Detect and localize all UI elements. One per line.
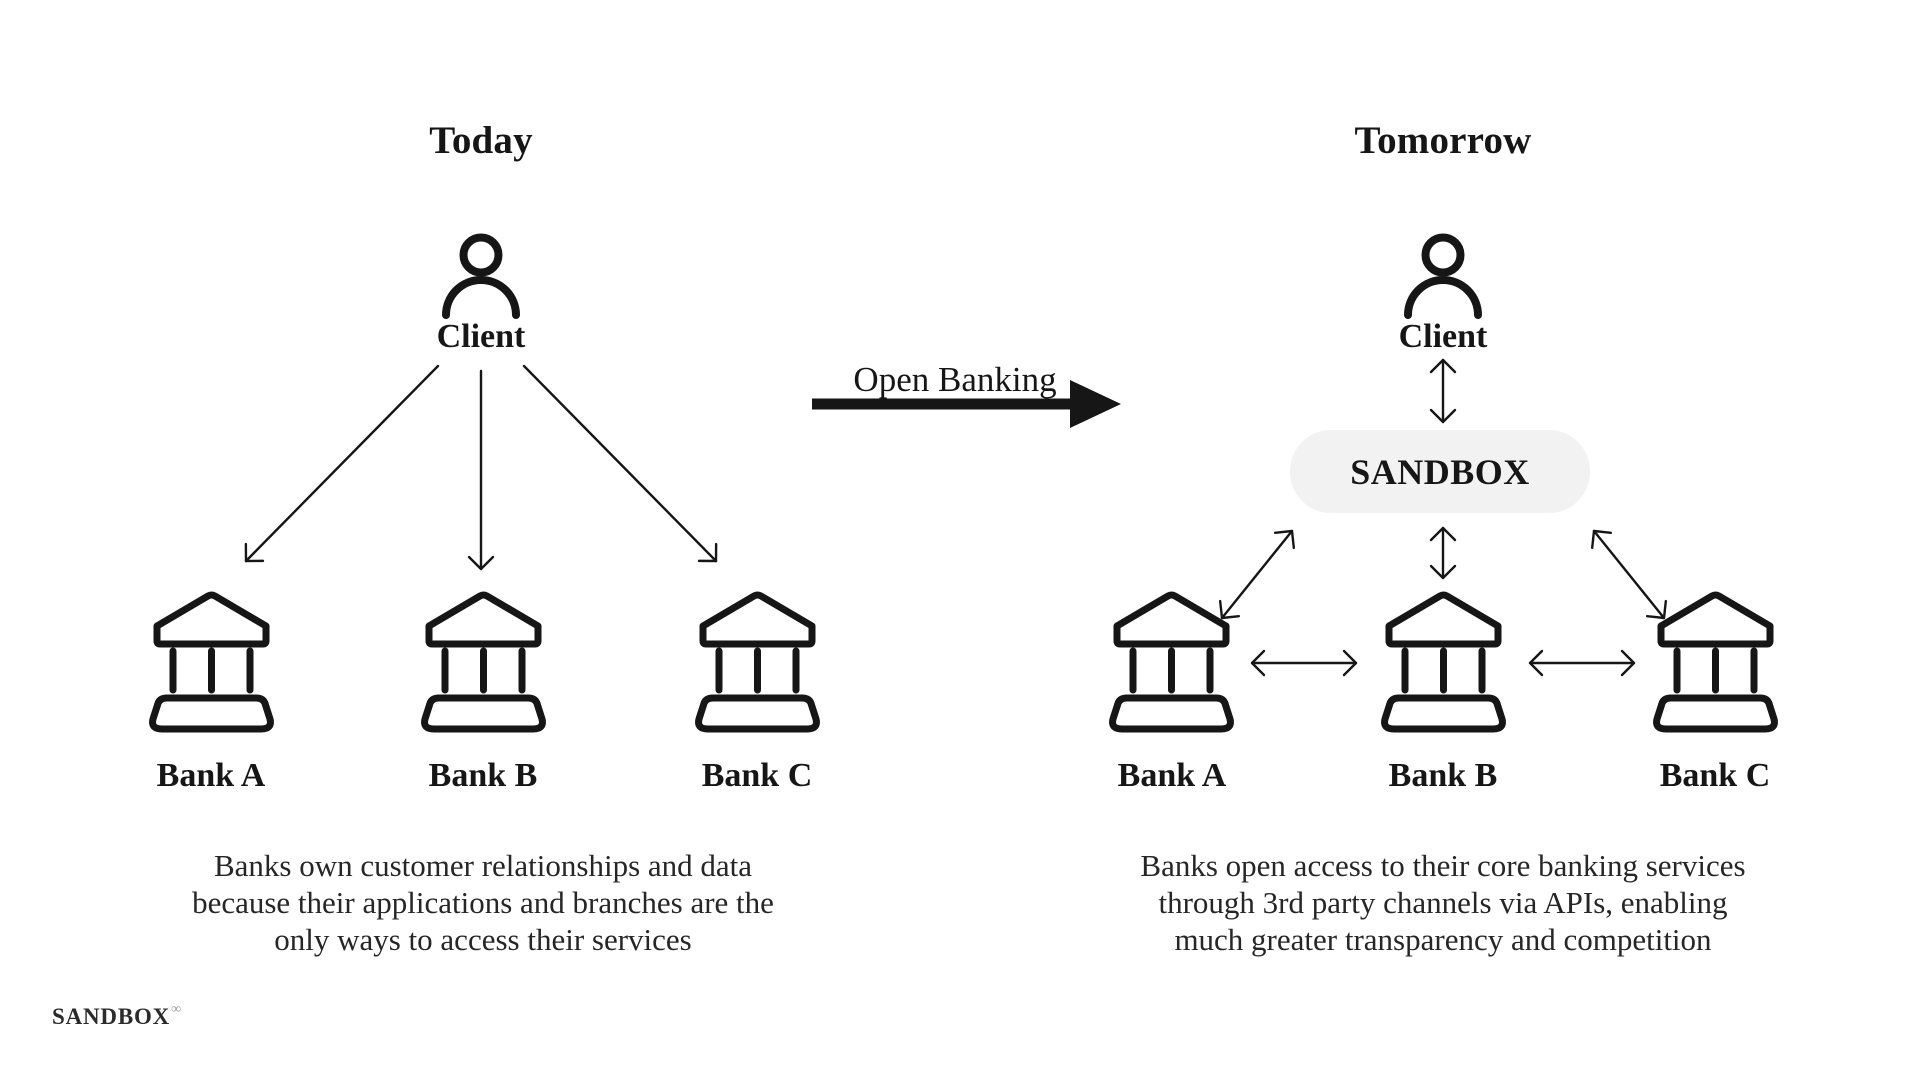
caption-line: because their applications and branches … (192, 885, 774, 920)
today-panel-title: Today (429, 119, 533, 162)
caption-line: much greater transparency and competitio… (1174, 922, 1712, 957)
today-caption: Banks own customer relationships and dat… (192, 847, 774, 958)
bank-building-icon (1381, 591, 1506, 733)
transition-label: Open Banking (853, 360, 1057, 399)
hub-bank-c-double-arrow (1590, 529, 1668, 620)
sandbox-hub: SANDBOX (1290, 430, 1590, 513)
caption-line: through 3rd party channels via APIs, ena… (1158, 885, 1728, 920)
tomorrow-bank-c-label: Bank C (1659, 757, 1771, 794)
brand-logo: SANDBOX∞ (52, 1002, 182, 1030)
infinity-logo-mark-icon: ∞ (171, 1002, 182, 1018)
tomorrow-bank-b-label: Bank B (1388, 757, 1498, 794)
today-bank-a-label: Bank A (156, 757, 266, 794)
bank-building-icon (1653, 591, 1778, 733)
person-icon (1404, 233, 1482, 319)
thick-right-arrow-icon (812, 380, 1121, 428)
bank-building-icon (421, 591, 546, 733)
caption-line: Banks own customer relationships and dat… (213, 848, 753, 883)
tomorrow-panel-title: Tomorrow (1354, 119, 1532, 162)
today-client-label: Client (436, 318, 526, 355)
today-bank-b-label: Bank B (428, 757, 538, 794)
bank-building-icon (695, 591, 820, 733)
person-icon (442, 233, 520, 319)
hub-bank-a-double-arrow (1218, 529, 1296, 620)
today-bank-c-label: Bank C (701, 757, 813, 794)
tomorrow-client-label: Client (1398, 318, 1488, 355)
tomorrow-bank-a-label: Bank A (1117, 757, 1227, 794)
caption-line: only ways to access their services (274, 922, 692, 957)
tomorrow-caption: Banks open access to their core banking … (1140, 847, 1745, 958)
brand-logo-text: SANDBOX (52, 1004, 171, 1029)
sandbox-hub-label: SANDBOX (1350, 451, 1530, 492)
bank-building-icon (149, 591, 274, 733)
caption-line: Banks open access to their core banking … (1140, 848, 1746, 883)
client-to-bank-c-arrow (522, 364, 718, 563)
client-to-bank-a-arrow (244, 364, 440, 563)
bank-building-icon (1109, 591, 1234, 733)
